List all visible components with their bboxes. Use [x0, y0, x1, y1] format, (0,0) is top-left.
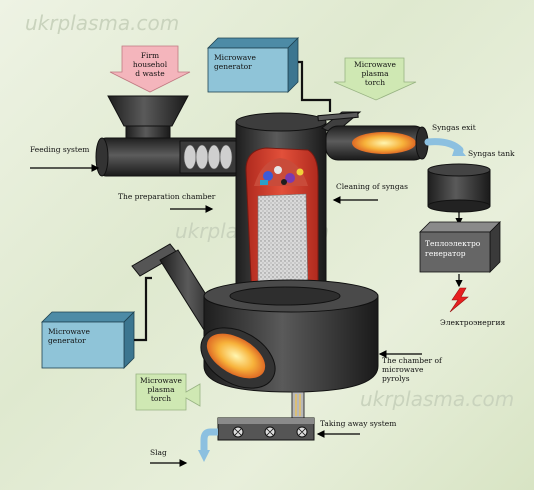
pyrolysis-label-3: pyrolys	[382, 374, 410, 383]
plasma-torch-top-label: Microwave plasma torch	[334, 58, 416, 100]
pyrolysis-label-1: The chamber of	[382, 356, 443, 365]
microwave-generator-top: Microwave generator	[208, 38, 298, 92]
lightning-icon	[450, 288, 468, 312]
preparation-chamber-label: The preparation chamber	[118, 192, 216, 201]
syngas-tank-label: Syngas tank	[468, 149, 515, 158]
watermark-top: ukrplasma.com	[25, 11, 179, 35]
feeding-screw-tube	[96, 138, 242, 176]
syngas-flame	[352, 132, 416, 154]
microwave-top-label-1: Microwave	[214, 53, 257, 62]
syngas-outlet	[326, 126, 428, 160]
plasma-top-label-2: plasma	[361, 69, 389, 78]
watermark-bottom: ukrplasma.com	[360, 387, 514, 411]
thermal-gen-label-1: Теплоэлектро	[425, 239, 481, 248]
firm-waste-label-1: Firm	[141, 51, 159, 60]
feeding-system-label: Feeding system	[30, 145, 89, 154]
waveguide-left	[134, 278, 152, 340]
feed-hopper	[108, 96, 188, 138]
syngas-tank	[428, 164, 490, 212]
slag-pipe-arrow	[198, 450, 210, 462]
microwave-left-label-1: Microwave	[48, 327, 91, 336]
thermal-gen-label-2: генератор	[425, 249, 466, 258]
microwave-left-label-2: generator	[48, 336, 86, 345]
plasma-left-label-3: torch	[151, 394, 171, 403]
plasma-top-label-1: Microwave	[354, 60, 397, 69]
slag-label: Slag	[150, 448, 167, 457]
microwave-generator-left: Microwave generator	[42, 312, 134, 368]
plasma-left-label-1: Microwave	[140, 376, 183, 385]
waste-input-arrow: Firm househol d waste	[110, 46, 190, 92]
waveguide-top	[298, 62, 330, 112]
pyrolysis-label-2: microwave	[382, 365, 424, 374]
firm-waste-label-2: househol	[133, 60, 168, 69]
taking-away-label: Taking away system	[320, 419, 396, 428]
taking-away-conveyor	[218, 418, 314, 440]
plasma-top-label-3: torch	[365, 78, 385, 87]
microwave-top-label-2: generator	[214, 62, 252, 71]
firm-waste-label-3: d waste	[135, 69, 165, 78]
syngas-exit-label: Syngas exit	[432, 123, 476, 132]
slag-outlet	[292, 392, 304, 418]
electricity-label: Электроэнергия	[440, 318, 505, 327]
plasma-torch-left-label: Microwave plasma torch	[136, 374, 200, 410]
thermal-power-generator: Теплоэлектро генератор	[420, 222, 500, 272]
cleaning-syngas-label: Cleaning of syngas	[336, 182, 408, 191]
plasma-left-label-2: plasma	[147, 385, 175, 394]
